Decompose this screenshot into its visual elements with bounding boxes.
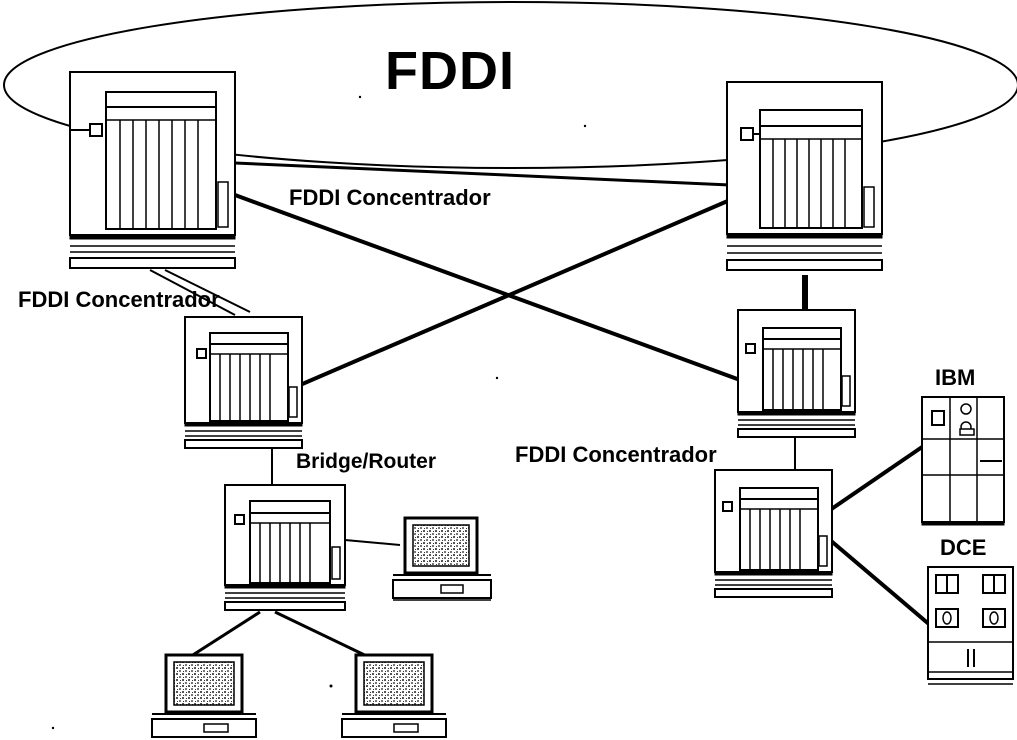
concentrador-label-right: FDDI Concentrador <box>515 442 717 467</box>
link-mid-left-to-top-right <box>299 198 731 387</box>
link-router-to-pc-right <box>344 539 401 546</box>
concentrador-label-left: FDDI Concentrador <box>18 287 220 312</box>
ibm-label: IBM <box>935 365 976 390</box>
concentrator-top-right <box>726 81 883 271</box>
fddi-ring-label: FDDI <box>385 41 515 101</box>
dce-label: DCE <box>940 535 987 560</box>
workstation-right <box>392 516 492 601</box>
link-top-left-to-mid-left-a <box>149 269 236 316</box>
concentrador-label-top: FDDI Concentrador <box>289 185 491 210</box>
link-router-to-pc-bottom-right <box>274 610 376 662</box>
ibm-mainframe <box>921 396 1005 526</box>
concentrator-mid-right <box>737 309 856 438</box>
bridge-router-label: Bridge/Router <box>296 450 437 473</box>
workstation-bottom-left <box>151 653 257 738</box>
concentrator-top-left <box>69 71 236 269</box>
link-top-left-to-top-right <box>234 161 731 187</box>
dce-unit <box>927 566 1014 685</box>
link-router-to-pc-bottom-left <box>184 610 261 662</box>
link-concentrador-to-dce <box>828 538 932 627</box>
concentrator-mid-left <box>184 316 303 449</box>
scan-specks <box>51 95 587 730</box>
link-top-left-to-mid-right <box>234 193 741 382</box>
workstation-bottom-right <box>341 653 447 738</box>
concentrator-bottom-right <box>714 469 833 598</box>
link-top-left-to-mid-left-b <box>164 269 251 313</box>
connection-lines <box>149 161 932 662</box>
fddi-ring <box>3 1 1017 169</box>
link-concentrador-to-ibm <box>828 443 927 512</box>
bridge-router <box>224 484 346 611</box>
